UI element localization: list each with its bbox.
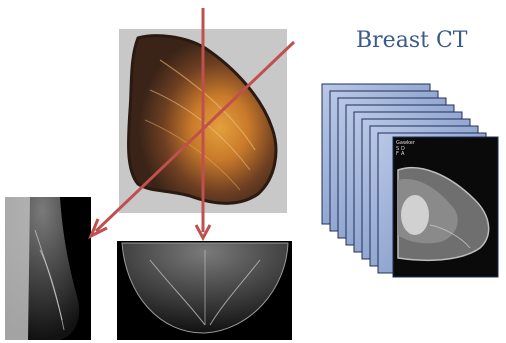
pectoral-muscle <box>5 197 30 340</box>
mlo-mammogram <box>5 197 91 340</box>
ct-overlay-line-3: F <box>396 151 399 157</box>
ct-slice-image: Gawker S F D A <box>393 137 498 277</box>
ct-dense-tissue <box>401 195 429 235</box>
cc-mammogram <box>117 241 292 340</box>
ct-overlay-line-5: A <box>401 151 405 157</box>
